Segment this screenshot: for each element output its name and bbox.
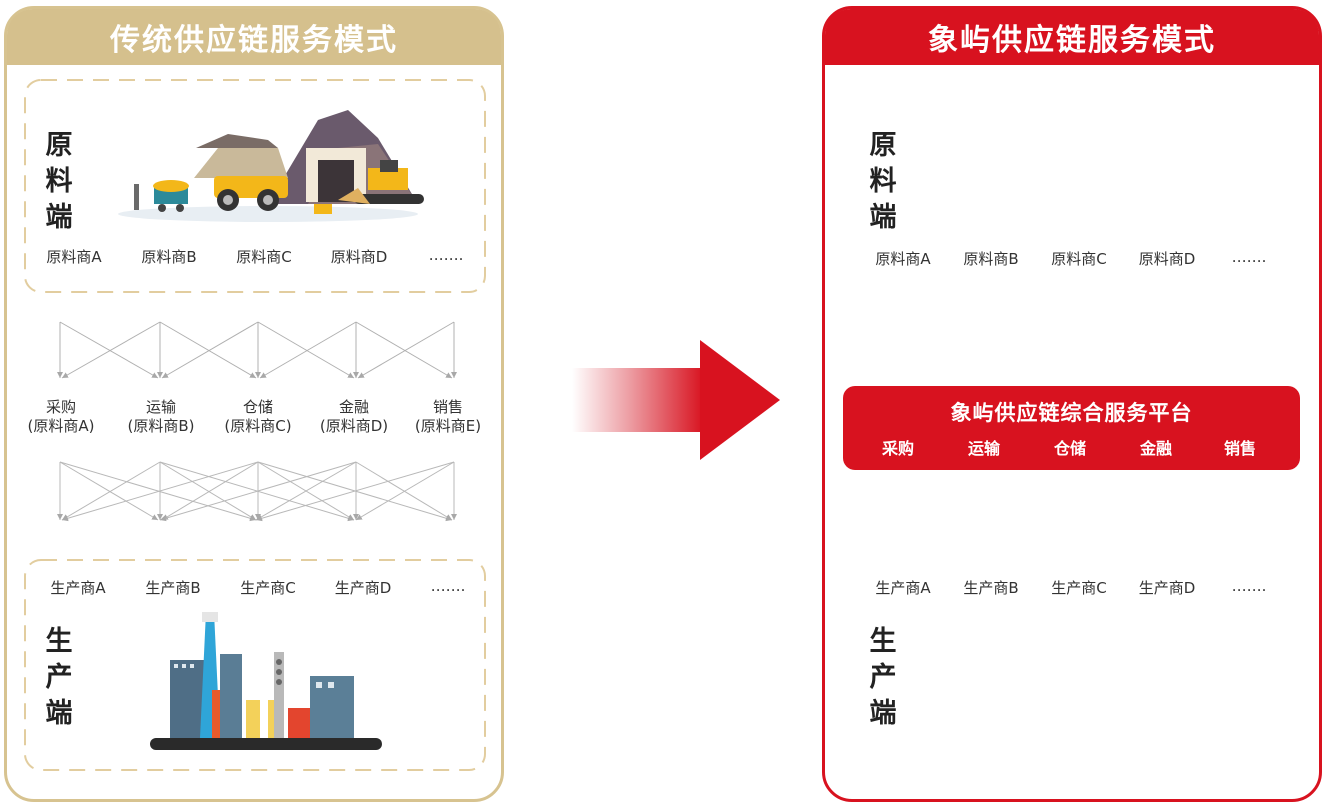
mining-illustration-left: [118, 110, 424, 222]
supplier-label: 原料商C: [1051, 250, 1107, 268]
supplier-label: 原料商C: [236, 248, 292, 266]
traditional-raw-box: [24, 79, 486, 293]
platform-service: 运输: [967, 439, 1001, 458]
traditional-title: 传统供应链服务模式: [7, 9, 501, 65]
production-label-char: 端: [45, 698, 73, 729]
platform-service: 销售: [1223, 439, 1257, 458]
production-label-char: 生: [45, 626, 73, 657]
function-name: 金融: [338, 398, 370, 416]
producer-ellipsis: …….: [1231, 577, 1267, 595]
function-item: 销售 (原料商E): [415, 398, 481, 436]
producer-label: 生产商D: [1138, 579, 1196, 597]
function-name: 运输: [145, 398, 176, 416]
function-name: 仓储: [242, 398, 273, 416]
supplier-ellipsis: …….: [428, 246, 464, 264]
producer-label: 生产商D: [334, 579, 392, 597]
function-owner: (原料商E): [414, 417, 482, 435]
producer-label: 生产商C: [240, 579, 296, 597]
producer-ellipsis: …….: [430, 577, 466, 595]
function-item: 运输 (原料商B): [128, 398, 195, 436]
function-name: 采购: [45, 398, 76, 416]
platform-service: 采购: [881, 439, 915, 458]
traditional-lower-mesh: [57, 461, 457, 522]
platform-service: 金融: [1139, 439, 1173, 458]
platform-title: 象屿供应链综合服务平台: [950, 401, 1193, 425]
production-label-char: 产: [45, 662, 73, 693]
function-name: 销售: [432, 398, 463, 416]
xiangyu-production-side-label: 生 产 端: [868, 624, 898, 732]
supplier-ellipsis: …….: [1231, 248, 1267, 266]
traditional-production-box: [24, 559, 486, 771]
xiangyu-raw-side-label: 原 料 端: [868, 128, 898, 236]
function-item: 金融 (原料商D): [320, 398, 388, 436]
producer-label: 生产商A: [875, 579, 931, 597]
traditional-production-side-label: 生 产 端: [44, 624, 74, 732]
function-owner: (原料商A): [27, 417, 95, 435]
factory-illustration-left: [150, 612, 382, 750]
supplier-label: 原料商A: [46, 248, 102, 266]
production-label-char: 生: [869, 626, 897, 657]
raw-label-char: 原: [45, 130, 73, 161]
producer-label: 生产商C: [1051, 579, 1107, 597]
raw-label-char: 料: [45, 166, 73, 197]
transition-arrow: [572, 340, 780, 460]
traditional-upper-mesh: [57, 321, 457, 379]
function-item: 仓储 (原料商C): [224, 398, 291, 436]
platform-service: 仓储: [1053, 439, 1087, 458]
traditional-raw-side-label: 原 料 端: [44, 128, 74, 236]
production-label-char: 端: [869, 698, 897, 729]
raw-label-char: 料: [869, 166, 897, 197]
supplier-label: 原料商B: [963, 250, 1019, 268]
producer-label: 生产商B: [145, 579, 201, 597]
supplier-label: 原料商A: [875, 250, 931, 268]
production-label-char: 产: [869, 662, 897, 693]
raw-label-char: 原: [869, 130, 897, 161]
supplier-label: 原料商D: [1138, 250, 1196, 268]
function-owner: (原料商B): [127, 417, 195, 435]
function-owner: (原料商D): [319, 417, 389, 435]
producer-label: 生产商B: [963, 579, 1019, 597]
producer-label: 生产商A: [50, 579, 106, 597]
supplier-label: 原料商D: [330, 248, 388, 266]
function-item: 采购 (原料商A): [28, 398, 95, 436]
xiangyu-title: 象屿供应链服务模式: [825, 9, 1319, 65]
integrated-service-platform: 象屿供应链综合服务平台 采购 运输 仓储 金融 销售: [843, 386, 1300, 470]
raw-label-char: 端: [45, 202, 73, 233]
function-owner: (原料商C): [224, 417, 292, 435]
raw-label-char: 端: [869, 202, 897, 233]
supplier-label: 原料商B: [141, 248, 197, 266]
